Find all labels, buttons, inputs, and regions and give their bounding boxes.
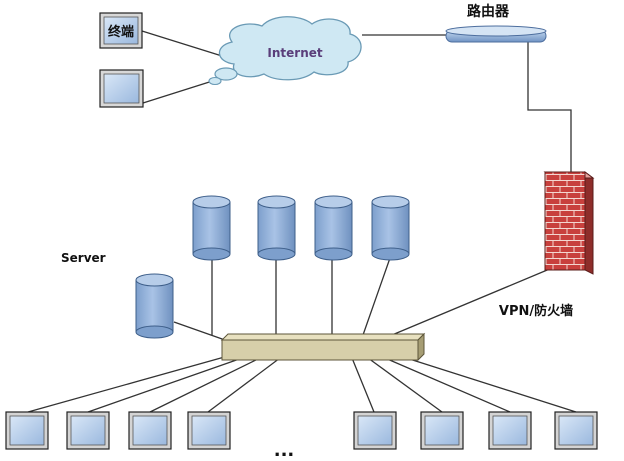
server-icon-4 — [371, 195, 410, 261]
firewall-label: VPN/防火墙 — [499, 303, 573, 319]
link-switch-pc3 — [149, 356, 263, 413]
monitor-icon-7 — [488, 411, 532, 450]
switch-icon — [220, 332, 426, 362]
terminal-monitor-2 — [99, 69, 144, 108]
monitor-icon-6 — [420, 411, 464, 450]
terminal-label: 终端 — [108, 24, 134, 40]
monitor-icon-4 — [187, 411, 231, 450]
terminal-monitor-1: 终端 — [99, 12, 143, 49]
link-server4-switch — [362, 257, 391, 336]
link-switch-pc4 — [207, 357, 281, 413]
firewall-icon — [543, 171, 595, 275]
server-icon-5 — [135, 273, 174, 339]
server-icon-2 — [257, 195, 296, 261]
router-label: 路由器 — [467, 3, 510, 20]
link-router-firewall — [527, 42, 572, 172]
monitor-icon-5 — [353, 411, 397, 450]
router-icon — [445, 25, 547, 43]
link-switch-pc7 — [384, 357, 511, 413]
cloud-icon: Internet — [208, 16, 362, 86]
link-switch-pc8 — [399, 355, 577, 413]
link-terminal1-cloud — [141, 30, 223, 57]
ellipsis-label: ... — [274, 440, 295, 461]
link-server5-switch — [173, 321, 226, 341]
monitor-icon-8 — [554, 411, 598, 450]
server-icon-3 — [314, 195, 353, 261]
server-label: Server — [61, 251, 106, 265]
internet-label: Internet — [267, 46, 322, 60]
link-switch-pc2 — [87, 356, 246, 413]
link-firewall-switch — [391, 267, 553, 336]
monitor-icon-3 — [128, 411, 172, 450]
server-icon-1 — [192, 195, 231, 261]
monitor-icon-1 — [5, 411, 49, 450]
monitor-icon-2 — [66, 411, 110, 450]
link-switch-pc6 — [367, 357, 443, 413]
link-switch-pc1 — [27, 355, 229, 413]
connection-lines — [27, 30, 577, 413]
link-switch-pc5 — [351, 357, 375, 413]
